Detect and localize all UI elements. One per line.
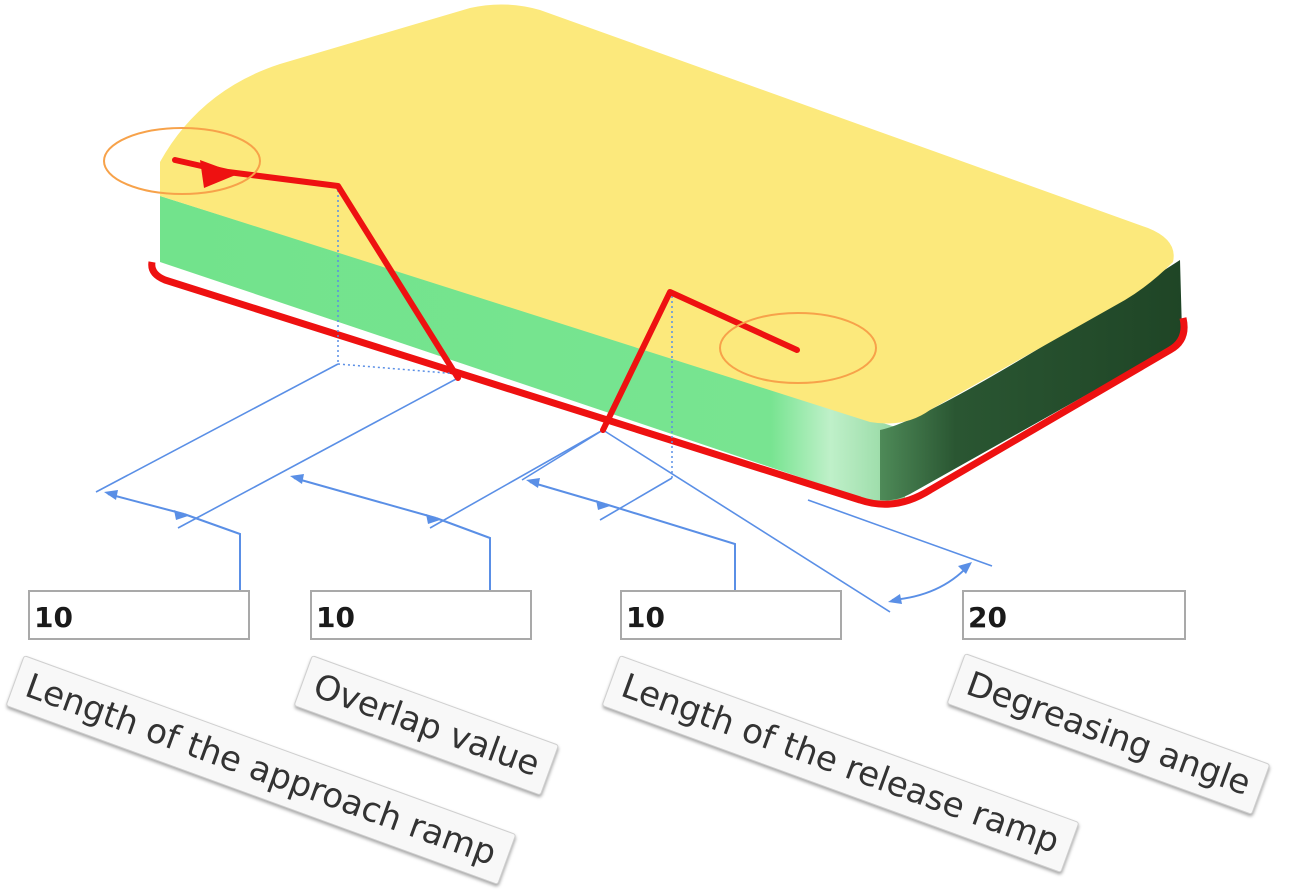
approach-ramp-length-input[interactable]: [28, 590, 250, 640]
block-front-face: [160, 196, 905, 503]
toolpath-release-ramp: [600, 289, 800, 433]
exit-marker: [719, 312, 877, 384]
dimension-arrowheads: [104, 474, 972, 604]
projection-lines: [337, 190, 673, 478]
dimension-lines: [107, 477, 969, 601]
entry-arrow-icon: [200, 160, 238, 188]
degreasing-angle-input[interactable]: [962, 590, 1186, 640]
block-side-face: [880, 260, 1182, 501]
extension-lines: [95, 363, 993, 613]
entry-marker: [103, 127, 261, 195]
overlap-value-input[interactable]: [310, 590, 532, 640]
release-ramp-length-input[interactable]: [620, 590, 842, 640]
block-top-face: [160, 4, 1174, 424]
block-bottom-outline: [148, 261, 1188, 508]
